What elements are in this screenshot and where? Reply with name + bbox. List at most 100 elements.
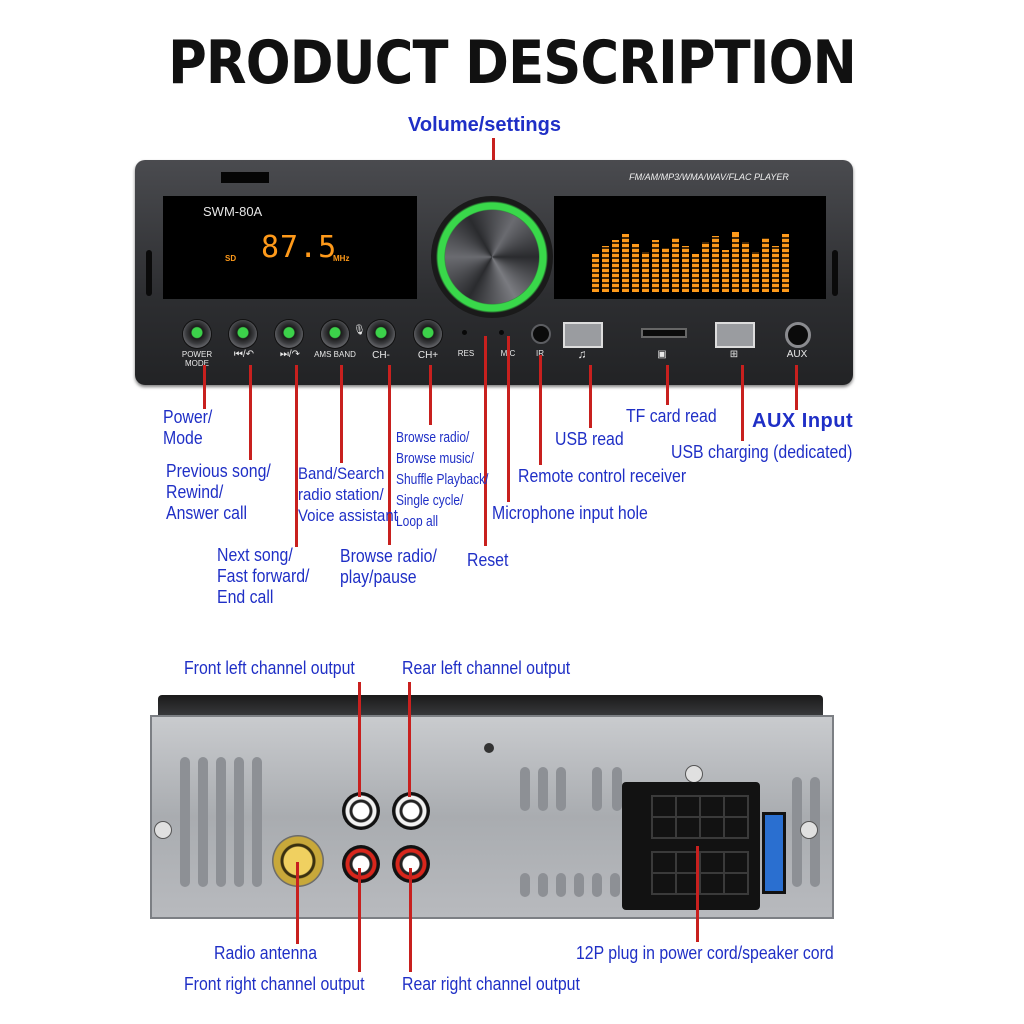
radio-front-panel: FM/AM/MP3/WMA/WAV/FLAC PLAYER SWM-80A SD… xyxy=(135,160,853,385)
label-front-right: Front right channel output xyxy=(184,974,365,994)
leader-usb-charge xyxy=(741,365,744,441)
label-next-line2: Fast forward/ xyxy=(217,566,310,586)
fuse xyxy=(762,812,786,894)
ch-plus-button[interactable] xyxy=(414,320,442,348)
label-previous: Previous song/ Rewind/ Answer call xyxy=(166,461,271,524)
format-banner: FM/AM/MP3/WMA/WAV/FLAC PLAYER xyxy=(629,172,789,182)
label-power-line1: Power/ xyxy=(163,407,213,427)
leader-antenna xyxy=(296,862,299,944)
label-power: Power/ Mode xyxy=(163,407,212,449)
ground-screw xyxy=(484,743,494,753)
rca-rear-left xyxy=(392,792,430,830)
label-next: Next song/ Fast forward/ End call xyxy=(217,545,309,608)
frequency-display: 87.5 xyxy=(261,230,338,265)
screw-right xyxy=(800,821,818,839)
rca-front-right xyxy=(342,845,380,883)
battery-icon: ⊞ xyxy=(729,349,739,360)
leader-previous xyxy=(249,365,252,460)
leader-aux xyxy=(795,365,798,410)
leader-usb-read xyxy=(589,365,592,428)
label-power-line2: Mode xyxy=(163,428,203,448)
label-previous-line3: Answer call xyxy=(166,503,247,523)
label-rear-right: Rear right channel output xyxy=(402,974,580,994)
leader-front-right xyxy=(358,868,361,972)
reset-hole[interactable] xyxy=(462,330,467,335)
sd-slot xyxy=(221,172,269,183)
label-browse-play-line1: Browse radio/ xyxy=(340,546,437,566)
label-next-line3: End call xyxy=(217,587,274,607)
label-remote: Remote control receiver xyxy=(518,466,687,486)
power-mode-text: POWER MODE xyxy=(181,350,213,368)
music-note-icon: ♫ xyxy=(577,347,587,361)
label-usb-charging: USB charging (dedicated) xyxy=(671,442,853,462)
label-previous-line2: Rewind/ xyxy=(166,482,224,502)
ir-receiver xyxy=(531,324,551,344)
label-browse-music: Browse radio/ Browse music/ Shuffle Play… xyxy=(396,427,489,532)
tf-card-slot[interactable] xyxy=(641,328,687,338)
leader-rear-left xyxy=(408,682,411,797)
aux-text: AUX xyxy=(786,349,808,360)
ch-minus-button[interactable] xyxy=(367,320,395,348)
label-volume-settings: Volume/settings xyxy=(408,114,561,136)
lcd-left: SWM-80A SD 87.5 MHz xyxy=(163,196,417,299)
leader-browse-music xyxy=(429,365,432,425)
label-browse-music-line2: Browse music/ xyxy=(396,450,475,467)
connector-pins xyxy=(651,795,749,895)
aux-jack[interactable] xyxy=(785,322,811,348)
source-indicator: SD xyxy=(225,254,237,263)
leader-plug xyxy=(696,846,699,942)
iso-12p-connector xyxy=(622,782,760,910)
screw-left xyxy=(154,821,172,839)
label-browse-music-line3: Shuffle Playback/ xyxy=(396,471,489,488)
sd-card-icon: ▣ xyxy=(657,349,667,360)
side-slot-left xyxy=(146,250,152,296)
leader-front-left xyxy=(358,682,361,797)
rear-vents xyxy=(180,757,820,897)
mic-hole xyxy=(499,330,504,335)
label-browse-music-line5: Loop all xyxy=(396,513,439,530)
mhz-unit: MHz xyxy=(333,254,350,263)
label-front-left: Front left channel output xyxy=(184,658,355,678)
model-label: SWM-80A xyxy=(203,204,263,219)
rca-front-left xyxy=(342,792,380,830)
label-reset: Reset xyxy=(467,550,509,570)
spectrum-equalizer xyxy=(584,232,794,292)
label-tf-read: TF card read xyxy=(626,406,717,426)
label-browse-play: Browse radio/ play/pause xyxy=(340,546,437,588)
label-band: Band/Search radio station/ Voice assista… xyxy=(298,463,398,526)
rear-top-bezel xyxy=(158,695,823,717)
label-aux-input: AUX Input xyxy=(752,410,854,432)
label-rear-left: Rear left channel output xyxy=(402,658,571,678)
ch-minus-text: CH- xyxy=(372,350,390,361)
label-band-line2: radio station/ xyxy=(298,485,384,504)
label-radio-antenna: Radio antenna xyxy=(214,943,318,963)
usb-port-read[interactable] xyxy=(563,322,603,348)
next-button[interactable] xyxy=(275,320,303,348)
volume-knob[interactable] xyxy=(431,196,553,318)
ams-band-button[interactable] xyxy=(321,320,349,348)
label-12p-plug: 12P plug in power cord/speaker cord xyxy=(576,943,834,963)
lcd-right xyxy=(554,196,826,299)
power-mode-button[interactable] xyxy=(183,320,211,348)
res-text: RES xyxy=(457,349,475,358)
leader-browse-play xyxy=(388,365,391,545)
prev-icon: ⏮/↶ xyxy=(233,349,255,360)
leader-band xyxy=(340,365,343,463)
usb-port-charge[interactable] xyxy=(715,322,755,348)
ch-plus-text: CH+ xyxy=(417,350,439,361)
leader-rear-right xyxy=(409,868,412,972)
leader-remote xyxy=(539,355,542,465)
label-browse-music-line4: Single cycle/ xyxy=(396,492,464,509)
label-browse-play-line2: play/pause xyxy=(340,567,417,587)
side-slot-right xyxy=(832,250,838,296)
label-usb-read: USB read xyxy=(555,429,624,449)
label-band-line3: Voice assistant xyxy=(298,506,398,525)
previous-button[interactable] xyxy=(229,320,257,348)
knob-cap xyxy=(445,210,539,304)
label-previous-line1: Previous song/ xyxy=(166,461,271,481)
ir-icon: IR xyxy=(536,349,544,358)
mic-icon: 🎙 xyxy=(353,325,366,336)
label-microphone: Microphone input hole xyxy=(492,503,648,523)
radio-rear-panel xyxy=(150,715,834,919)
page-title: PRODUCT DESCRIPTION xyxy=(168,28,857,98)
